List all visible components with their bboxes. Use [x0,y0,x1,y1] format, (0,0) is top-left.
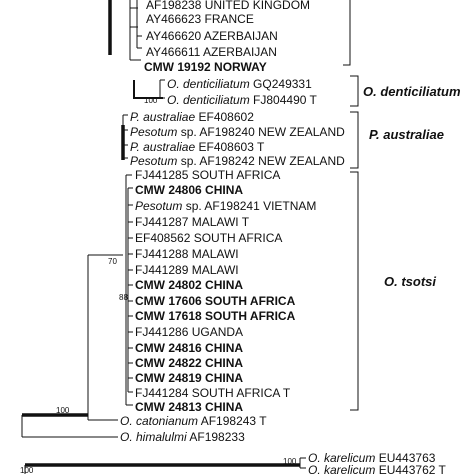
accession-oc: AF198243 T [200,414,267,428]
taxon-ok1: O. karelicum EU443763 [308,451,435,465]
taxon-cn1: CMW 24806 CHINA [135,183,244,197]
genus-od1: O. denticiliatum [167,77,250,91]
accession-pvn: sp. AF198241 VIETNAM [185,199,317,213]
accession-pa2: EF408603 T [198,140,265,154]
genus-oh: O. himalulmi [120,430,187,444]
clade-label-australiae: P. australiae [369,127,444,142]
genus-oc: O. catonianum [120,414,199,428]
support-value: 100 [283,457,297,466]
genus-pnz1: Pesotum [130,125,178,139]
clade-label-tsotsi: O. tsotsi [384,274,437,289]
taxon-ug: FJ441286 UGANDA [135,325,244,339]
accession-oh: AF198233 [189,430,245,444]
bracket-upper [343,0,351,66]
accession-pnz1: sp. AF198240 NEW ZEALAND [180,125,345,139]
taxon-cn2: CMW 24802 CHINA [135,278,244,292]
accession-ok1: EU443763 [378,451,436,465]
taxon-sa2: EF408562 SOUTH AFRICA [135,231,283,245]
accession-pa1: EF408602 [198,110,254,124]
taxon-od2: O. denticiliatum FJ804490 T [167,93,317,107]
support-value: 100 [20,466,34,474]
branch-den-node [133,90,163,99]
support-value: 100 [56,406,70,415]
accession-ok2: EU443762 T [378,463,446,474]
taxon-sa4: CMW 17618 SOUTH AFRICA [135,309,296,323]
taxon-mw3: FJ441289 MALAWI [135,263,239,277]
taxon-oh: O. himalulmi AF198233 [120,430,245,444]
accession-od2: FJ804490 T [253,93,317,107]
genus-od2: O. denticiliatum [167,93,250,107]
genus-pnz2: Pesotum [130,154,178,168]
taxon-nor: CMW 19192 NORWAY [144,60,267,74]
taxon-cn4: CMW 24822 CHINA [135,356,244,370]
taxon-cn3: CMW 24816 CHINA [135,341,244,355]
taxon-cn5: CMW 24819 CHINA [135,371,244,385]
accession-od1: GQ249331 [253,77,312,91]
genus-pvn: Pesotum [135,199,183,213]
bracket-aus [350,111,359,169]
taxon-uk: AF198238 UNITED KINGDOM [146,0,311,12]
genus-pa1: P. australiae [130,110,196,124]
taxon-pnz1: Pesotum sp. AF198240 NEW ZEALAND [130,125,345,139]
taxon-pnz2: Pesotum sp. AF198242 NEW ZEALAND [130,154,345,168]
taxon-sa3: CMW 17606 SOUTH AFRICA [135,294,296,308]
taxon-az1: AY466620 AZERBAIJAN [146,29,278,43]
support-value: 88 [119,293,128,302]
taxon-pa2: P. australiae EF408603 T [130,140,264,154]
taxon-cn6: CMW 24813 CHINA [135,400,244,414]
taxon-oc: O. catonianum AF198243 T [120,414,267,428]
support-value: 100 [144,96,158,105]
bracket-den [350,75,359,107]
bracket-tso [350,171,359,411]
genus-ok1: O. karelicum [308,451,376,465]
accession-pnz2: sp. AF198242 NEW ZEALAND [180,154,345,168]
taxon-pa1: P. australiae EF408602 [130,110,254,124]
support-value: 70 [108,257,117,266]
taxon-fr: AY466623 FRANCE [146,12,254,26]
taxon-od1: O. denticiliatum GQ249331 [167,77,312,91]
genus-pa2: P. australiae [130,140,196,154]
taxon-az2: AY466611 AZERBAIJAN [146,45,277,59]
taxon-pvn: Pesotum sp. AF198241 VIETNAM [135,199,316,213]
taxon-mw1: FJ441287 MALAWI T [135,215,250,229]
taxon-sa1: FJ441285 SOUTH AFRICA [135,168,281,182]
genus-ok2: O. karelicum [308,463,376,474]
taxon-ok2: O. karelicum EU443762 T [308,463,446,474]
taxon-sa5: FJ441284 SOUTH AFRICA T [135,386,291,400]
taxon-mw2: FJ441288 MALAWI [135,247,239,261]
clade-label-denticiliatum: O. denticiliatum [363,84,461,99]
